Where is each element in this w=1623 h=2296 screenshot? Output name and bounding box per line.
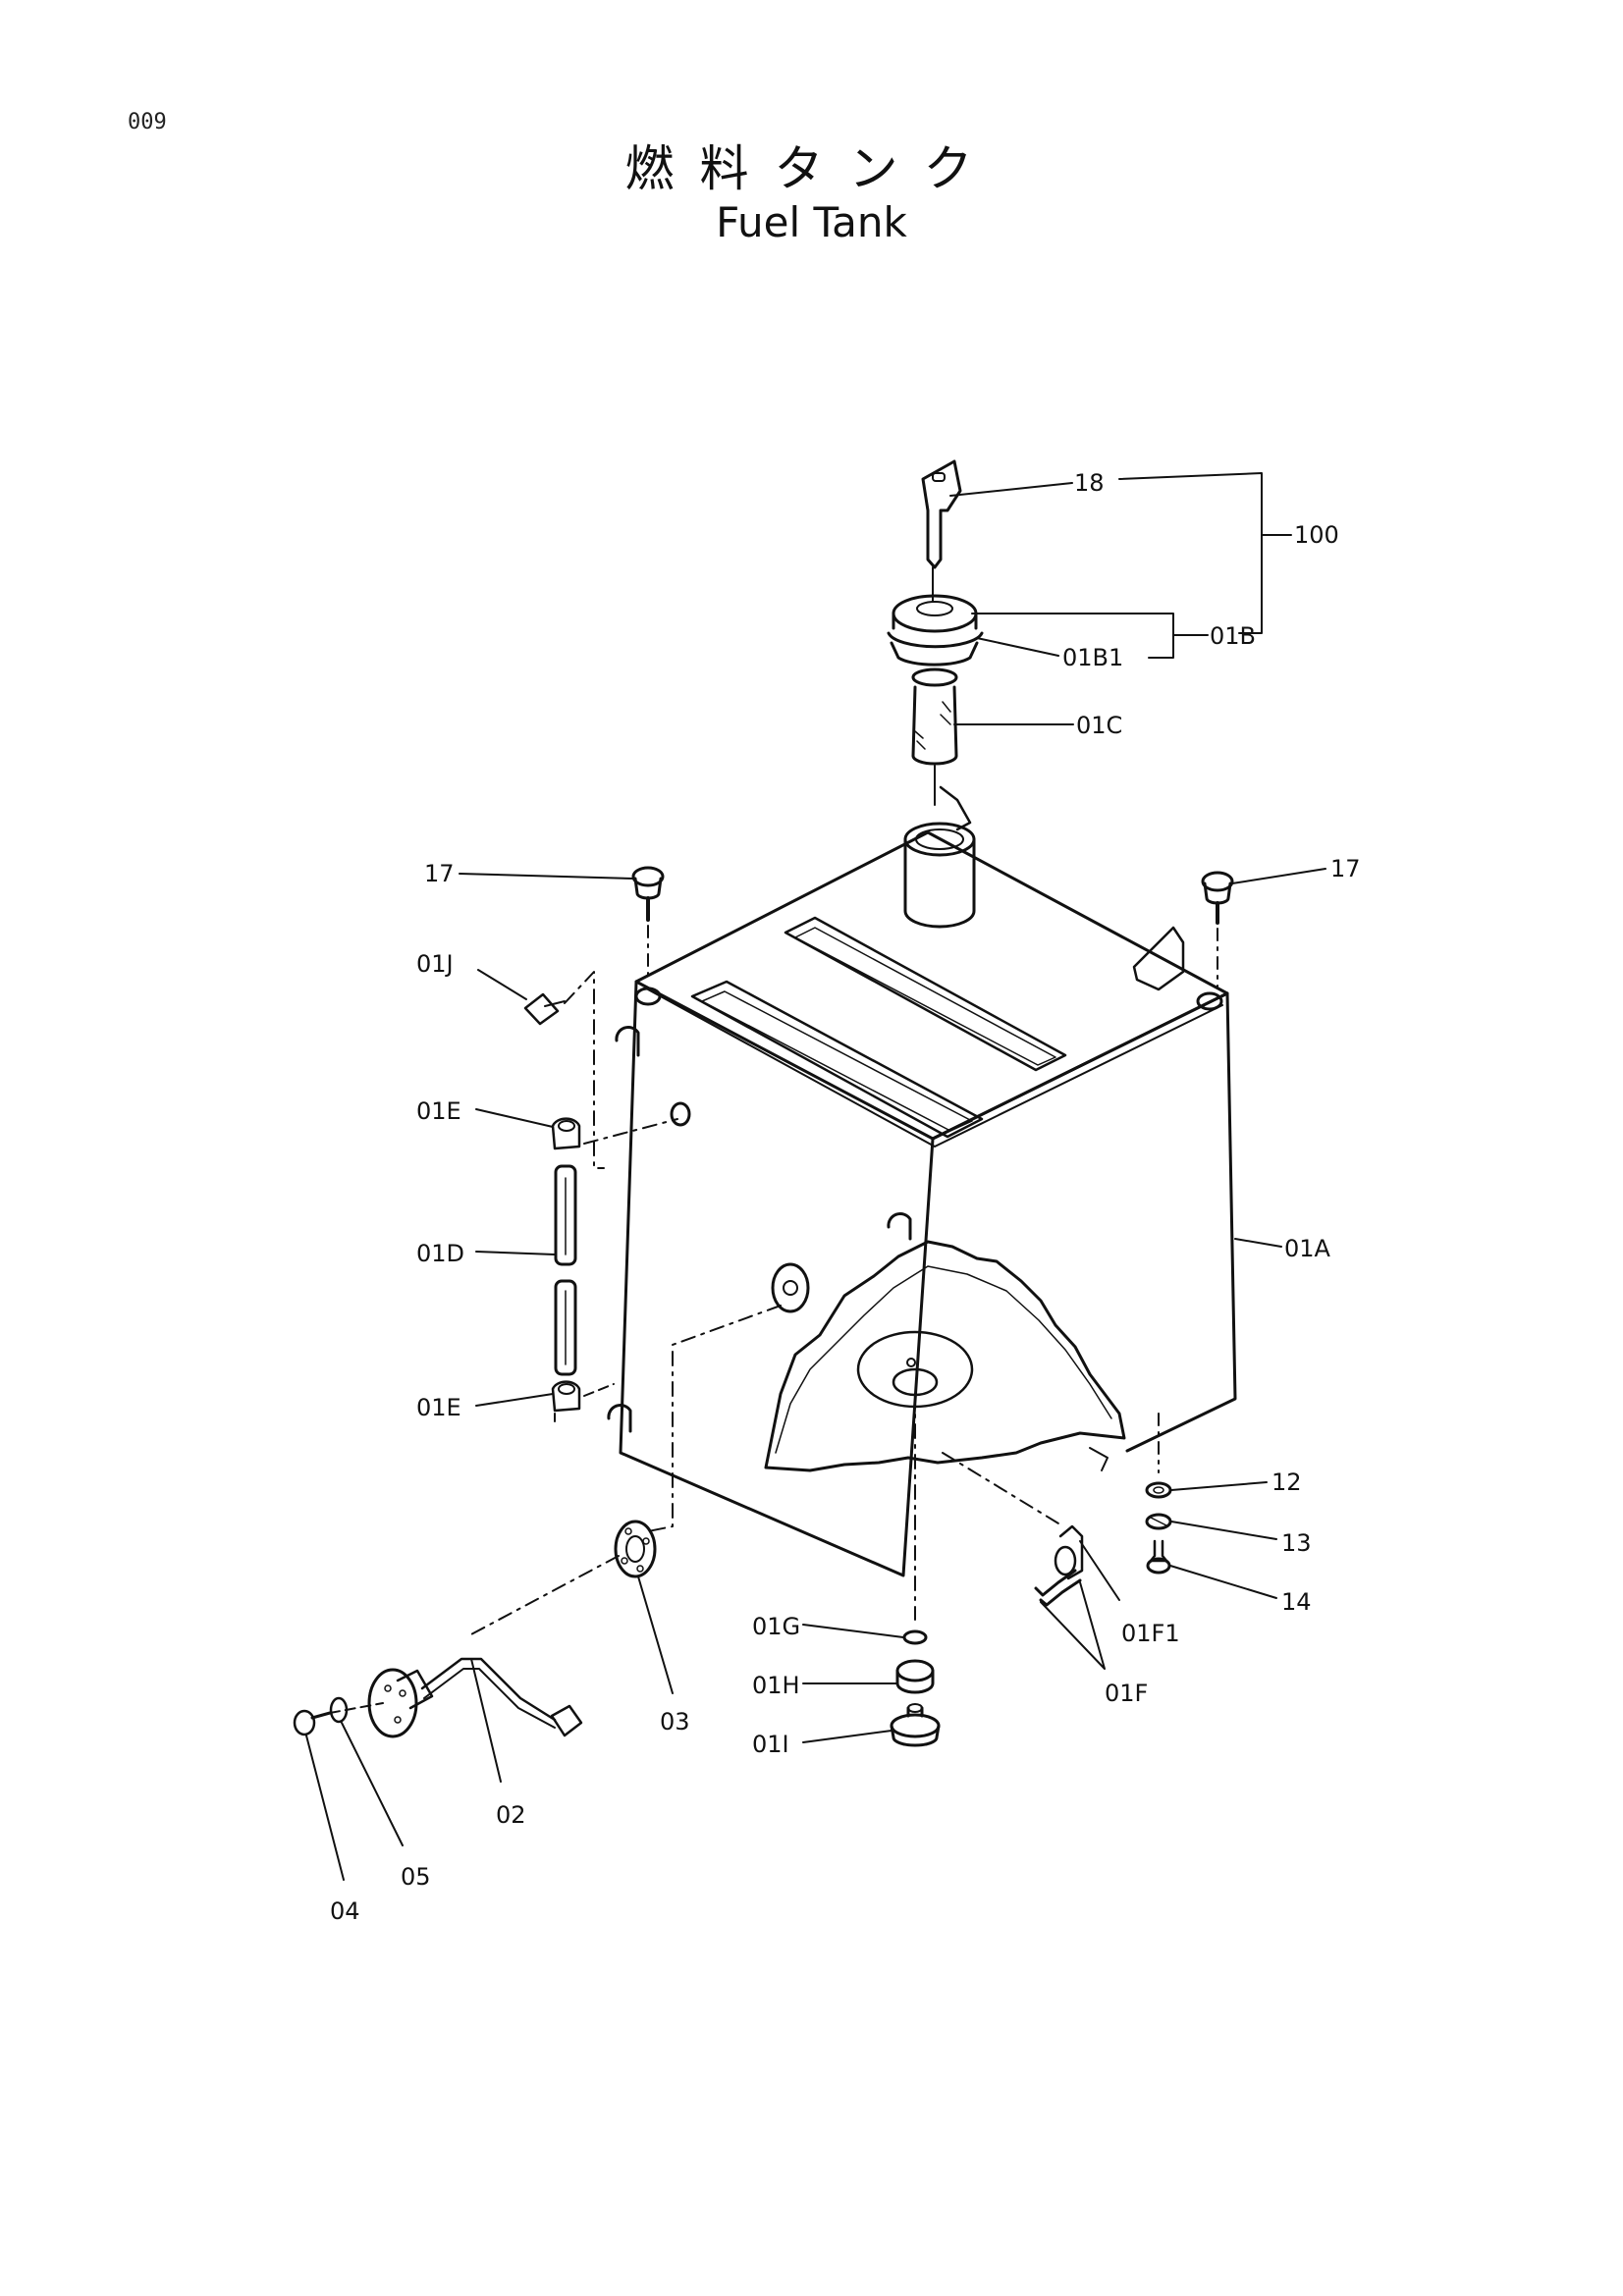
callout-14: 14	[1281, 1588, 1312, 1616]
callout-02: 02	[496, 1801, 526, 1829]
callout-100: 100	[1294, 521, 1339, 549]
callout-01a: 01A	[1284, 1235, 1331, 1262]
page-number: 009	[128, 110, 167, 134]
callout-01c: 01C	[1076, 712, 1122, 739]
callout-01b1: 01B1	[1062, 644, 1123, 671]
callout-12: 12	[1271, 1468, 1302, 1496]
bolt-left-17	[631, 866, 665, 983]
callout-05: 05	[401, 1863, 431, 1891]
filler-cap-assembly	[887, 459, 984, 806]
leader-lines	[305, 472, 1326, 1881]
callout-01h: 01H	[752, 1672, 800, 1699]
callout-01d: 01D	[416, 1240, 464, 1267]
callout-01g: 01G	[752, 1613, 800, 1640]
callout-01f1: 01F1	[1121, 1620, 1180, 1647]
callout-13: 13	[1281, 1529, 1312, 1557]
fuel-tank-body	[607, 785, 1237, 1577]
callout-17-right: 17	[1330, 855, 1361, 882]
callout-01i: 01I	[752, 1731, 789, 1758]
callout-18: 18	[1074, 469, 1105, 497]
fuel-sender-group	[293, 1305, 782, 1738]
callout-17-left: 17	[424, 860, 455, 887]
level-gauge-group	[523, 971, 678, 1422]
callout-04: 04	[330, 1897, 360, 1925]
drain-elbow-group	[942, 1452, 1084, 1607]
callout-labels: 18 100 01B 01B1 01C 17 17 01J 01E 01D 01…	[330, 469, 1361, 1925]
callout-01b: 01B	[1210, 622, 1256, 650]
callout-01e-bottom: 01E	[416, 1394, 461, 1421]
callout-01e-top: 01E	[416, 1097, 461, 1125]
mounting-hardware-group	[1145, 1413, 1172, 1575]
page-title-japanese: 燃料タンク	[624, 140, 999, 197]
callout-01f: 01F	[1105, 1680, 1148, 1707]
callout-01j: 01J	[416, 950, 454, 978]
drain-plug-group	[890, 1393, 941, 1747]
bolt-right-17	[1201, 871, 1234, 988]
page-title-english: Fuel Tank	[716, 198, 907, 246]
callout-03: 03	[660, 1708, 690, 1735]
